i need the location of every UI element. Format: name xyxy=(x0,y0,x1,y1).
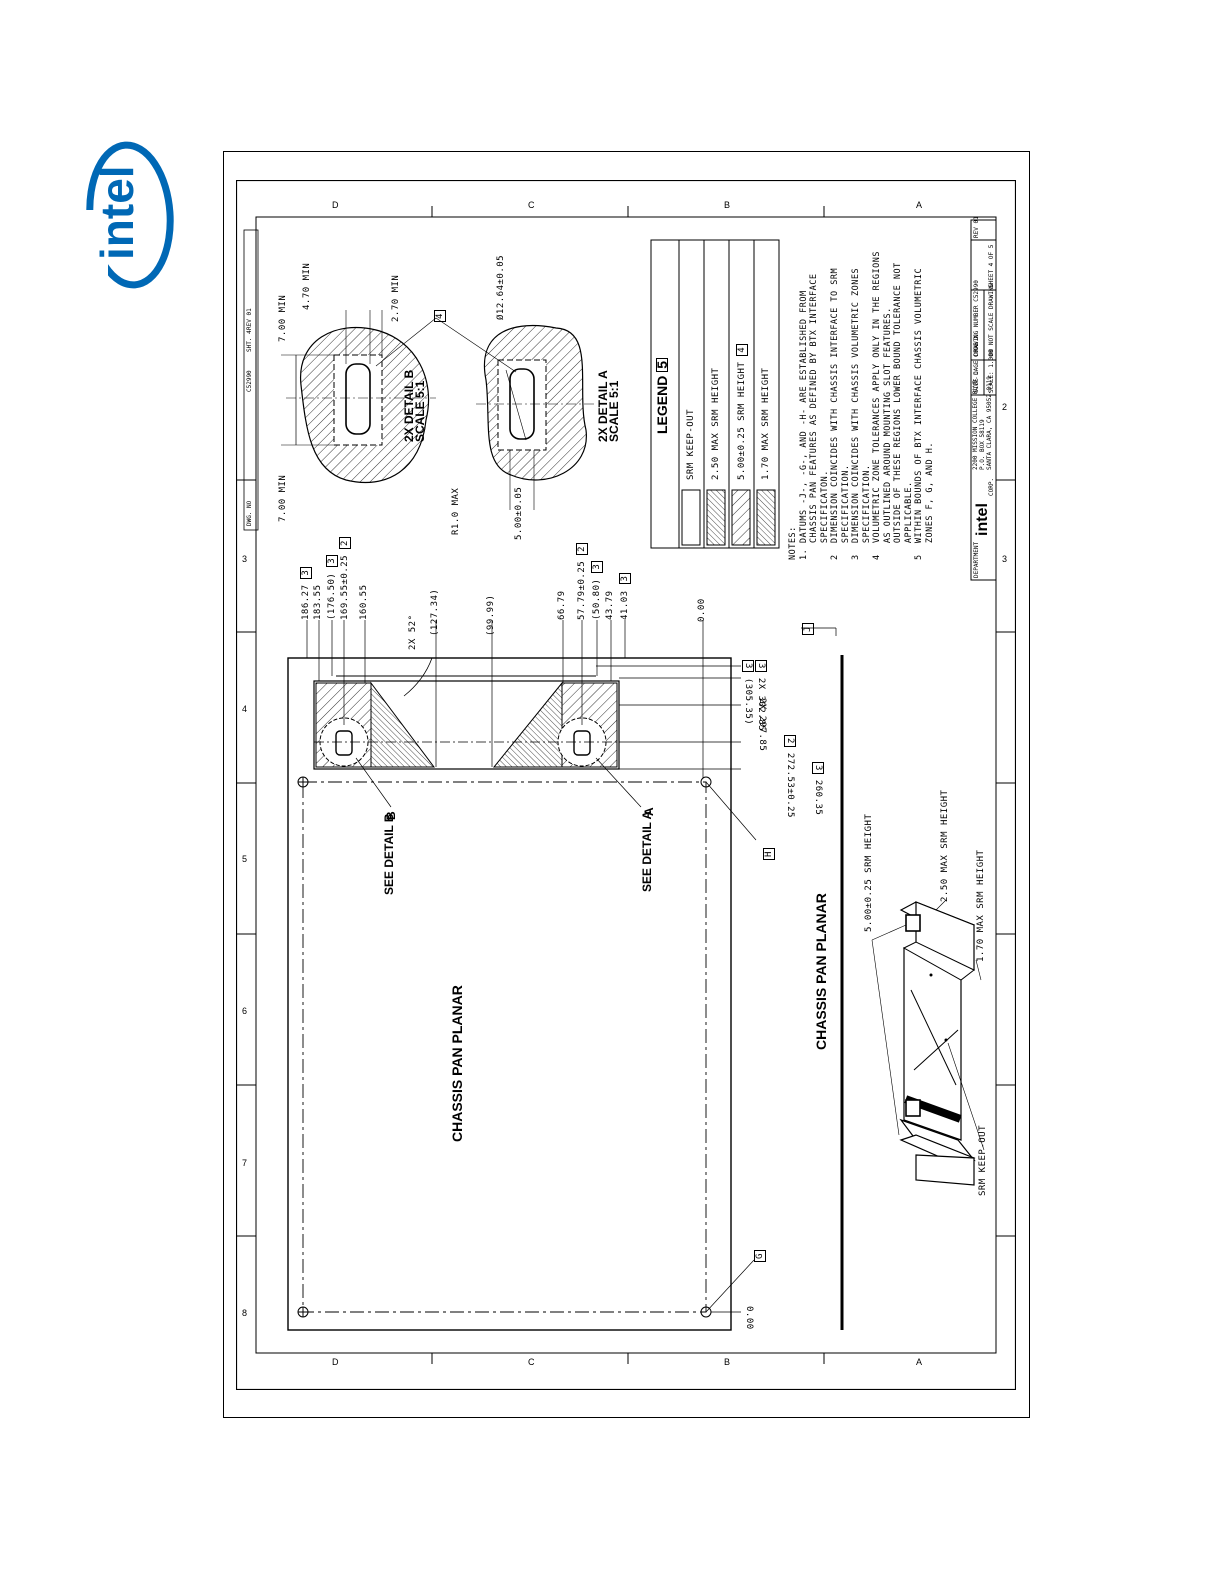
dim-label: (176.50) 3 xyxy=(326,554,338,620)
zone-number: 2 xyxy=(1002,402,1008,412)
plan-title: CHASSIS PAN PLANAR xyxy=(449,985,465,1142)
dim-label: (127.34) xyxy=(430,588,440,636)
tb-sheet: SHEET 4 OF 5 xyxy=(988,244,995,288)
zone-letter: C xyxy=(528,1357,535,1367)
intel-logo: intel xyxy=(78,140,178,290)
zone-letter: D xyxy=(332,200,339,210)
callout-a: A xyxy=(642,807,656,816)
dim-label: 7.00 MIN xyxy=(278,474,288,522)
drawing-frame xyxy=(223,151,1030,1418)
legend-item: 2.50 MAX SRM HEIGHT xyxy=(711,367,721,480)
zone-number: 5 xyxy=(242,854,248,864)
dim-label: 7.00 MIN xyxy=(278,294,288,342)
iso-title: CHASSIS PAN PLANAR xyxy=(813,893,829,1050)
dim-label: 169.55±0.25 2 xyxy=(339,537,351,620)
dim-label: 41.03 3 xyxy=(619,572,631,620)
tb-scale: SCALE: 1.000 xyxy=(988,349,995,393)
dim-label: 0.00 xyxy=(697,598,707,622)
callout-b: B xyxy=(384,811,398,820)
dim-label: Ø12.64±0.05 xyxy=(496,254,506,320)
iso-label: SRM KEEP-OUT xyxy=(978,1124,988,1196)
dim-label: 160.55 xyxy=(359,584,369,620)
dim-label: 2 272.53±0.25 xyxy=(784,735,796,818)
dim-label: 2.70 MIN xyxy=(391,274,401,322)
dim-label: 4.70 MIN xyxy=(302,262,312,310)
dim-label: 57.79±0.25 2 xyxy=(576,542,588,620)
tb-do-not-scale: DO NOT SCALE DRAWING xyxy=(988,283,995,356)
tb-top-sht: SHT. 4 xyxy=(246,330,253,352)
dim-label: R1.0 MAX xyxy=(451,487,461,535)
drawing-lines xyxy=(236,180,1016,1390)
zone-number: 3 xyxy=(242,554,248,564)
dim-label: 3 (305.35) xyxy=(742,660,754,725)
dim-label: 186.27 3 xyxy=(300,566,312,620)
tb-top-rev: REV 01 xyxy=(246,308,253,330)
tb-dwg: DRAWING NUMBER C52990 xyxy=(973,280,980,356)
zone-number: 6 xyxy=(242,1006,248,1016)
zone-number: 7 xyxy=(242,1158,248,1168)
see-detail-a: SEE DETAIL A xyxy=(640,810,654,892)
iso-label: 5.00±0.25 SRM HEIGHT xyxy=(864,813,874,932)
dim-label: (99.99) xyxy=(486,594,496,636)
zone-letter: A xyxy=(916,200,923,210)
see-detail-b: SEE DETAIL B xyxy=(382,813,396,895)
legend-item: 5.00±0.25 SRM HEIGHT 4 xyxy=(736,343,748,480)
tb-corp: CORP. xyxy=(988,477,995,496)
dim-label: 5.00±0.05 xyxy=(514,486,524,540)
zone-number: 4 xyxy=(242,704,248,714)
tb-top-dwg-label: DWG. NO xyxy=(246,500,253,526)
dim-label: 66.79 xyxy=(557,590,567,620)
angle-label: 2X 52° xyxy=(408,614,418,650)
zone-letter: C xyxy=(528,200,535,210)
notes: NOTES: 1. DATUMS -J-, -G-, AND -H- ARE E… xyxy=(788,251,935,560)
legend-title: LEGEND 5 xyxy=(654,357,670,434)
datum-j: J xyxy=(802,623,814,635)
zone-letter: B xyxy=(724,1357,731,1367)
tb-rev: REV 01 xyxy=(973,216,980,238)
dim-label: 183.55 xyxy=(313,584,323,620)
zone-letter: A xyxy=(916,1357,923,1367)
tb-top-dwg: C52990 xyxy=(246,370,253,392)
tb-logo: intel xyxy=(974,503,991,536)
zone-letter: D xyxy=(332,1357,339,1367)
iso-label: 1.70 MAX SRM HEIGHT xyxy=(976,849,986,962)
datum-h: H xyxy=(763,848,775,860)
dim-label: 2X 297.85 xyxy=(757,698,767,752)
legend-item: SRM KEEP-OUT xyxy=(686,408,696,480)
dim-label: (50.80) 3 xyxy=(591,560,603,620)
legend-item: 1.70 MAX SRM HEIGHT xyxy=(761,367,771,480)
tb-department: DEPARTMENT xyxy=(973,541,980,578)
datum-g: G xyxy=(754,1250,766,1262)
logo-text: intel xyxy=(91,165,143,260)
engineering-drawing: D C B A D C B A 8 7 6 5 4 3 3 2 186.27 3… xyxy=(236,180,1016,1390)
zone-letter: B xyxy=(724,200,731,210)
dim-label: 43.79 xyxy=(605,590,615,620)
dim-label: 3 260.35 xyxy=(812,762,824,815)
detail-box: 4 xyxy=(434,310,446,322)
dim-label: 0.00 xyxy=(744,1306,754,1330)
zone-number: 3 xyxy=(1002,554,1008,564)
zone-number: 8 xyxy=(242,1308,248,1318)
iso-label: 2.50 MAX SRM HEIGHT xyxy=(940,789,950,902)
